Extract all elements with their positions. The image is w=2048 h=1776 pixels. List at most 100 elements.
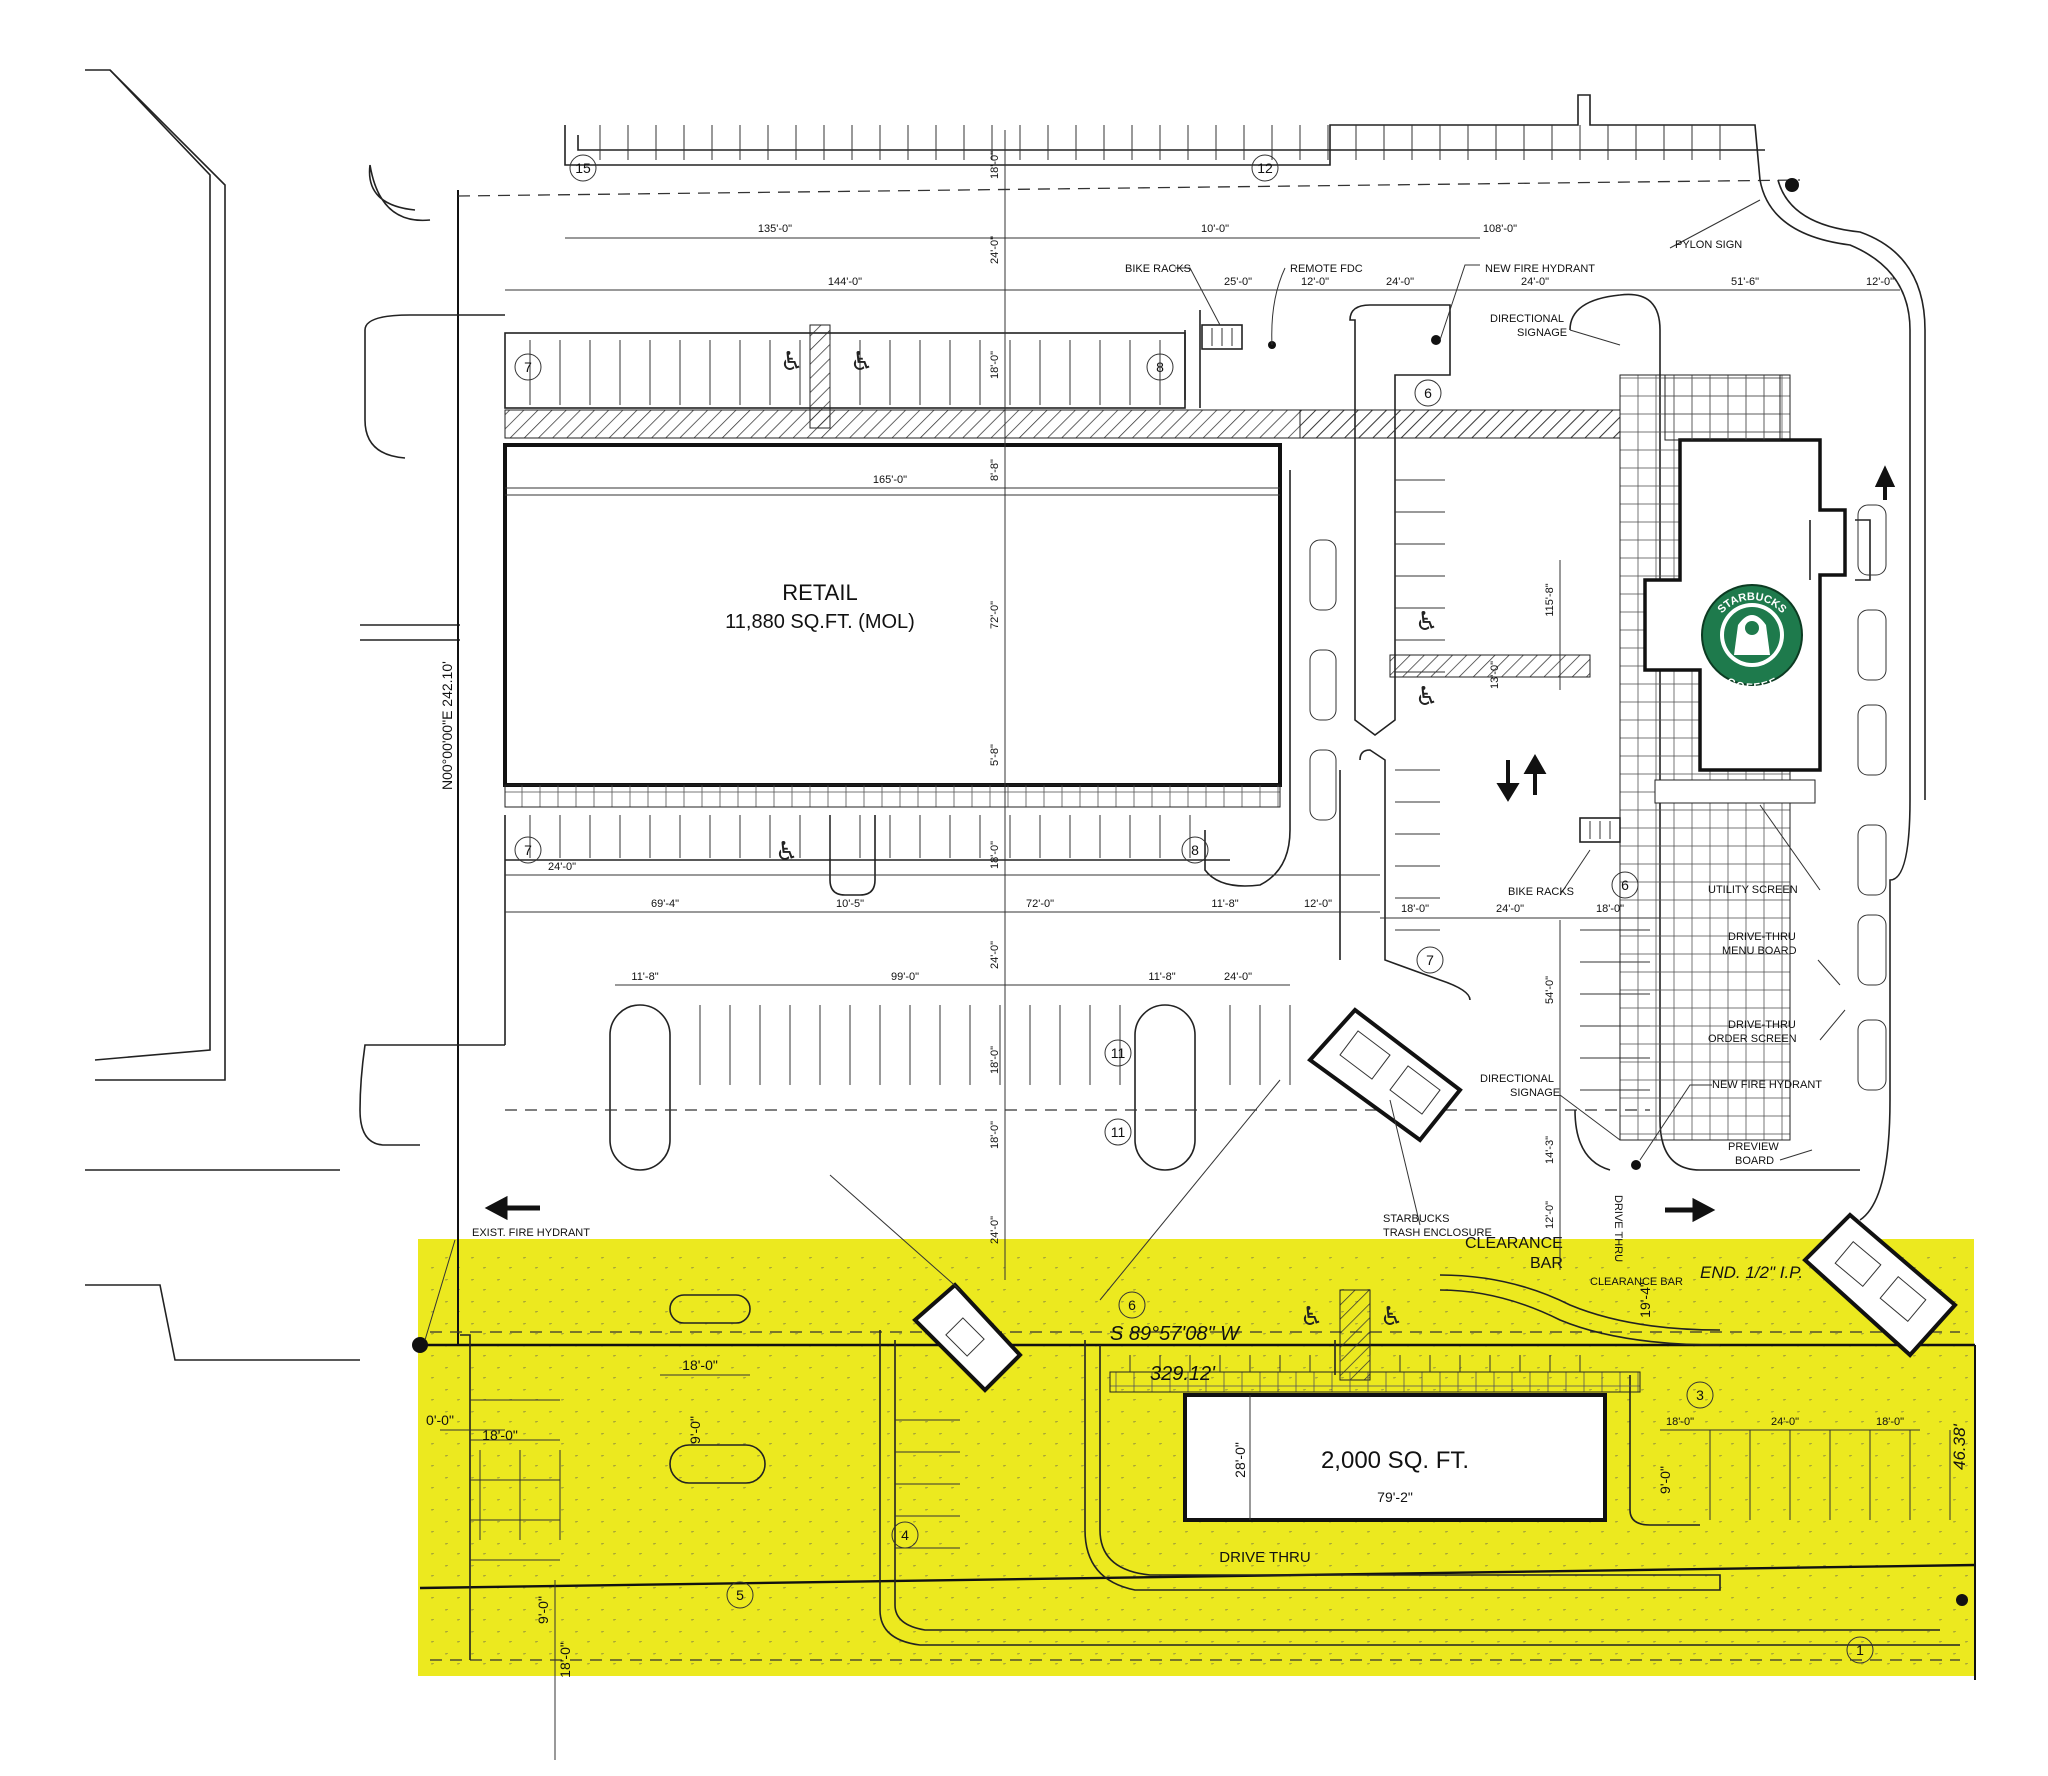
dim-18v4: 18'-0" — [989, 1046, 1001, 1074]
dim-24v2: 24'-0" — [989, 941, 1001, 969]
north-curb — [368, 94, 1926, 1221]
stall-count: 8 — [1156, 359, 1164, 375]
dim-144: 144'-0" — [828, 276, 862, 288]
note-directional-2b: SIGNAGE — [1510, 1087, 1560, 1099]
pad-width: 79'-2" — [1377, 1489, 1413, 1505]
stall-count: 15 — [575, 160, 591, 176]
dim-24v1: 24'-0" — [989, 236, 1001, 264]
dim-13: 13'-0" — [1489, 661, 1501, 689]
dim-25: 25'-0" — [1224, 276, 1252, 288]
dim-10: 10'-0" — [1201, 223, 1229, 235]
dim-18v3: 18'-0" — [989, 841, 1001, 869]
note-bike-racks-2: BIKE RACKS — [1508, 886, 1574, 898]
stall-count: 5 — [736, 1587, 744, 1603]
dim-165: 165'-0" — [873, 474, 907, 486]
stall-count: 6 — [1621, 877, 1629, 893]
note-order-screen-1: DRIVE-THRU — [1728, 1019, 1796, 1031]
svg-text:♿: ♿ — [1380, 1302, 1403, 1332]
dimension-lines — [440, 130, 1920, 1760]
end-iron-pipe: END. 1/2" I.P. — [1700, 1263, 1803, 1282]
dim-9a: 9'-0" — [1657, 1466, 1673, 1494]
parking-islands — [505, 1004, 1650, 1171]
stall-count: 1 — [1856, 1642, 1864, 1658]
dim-11b: 11'-8" — [631, 971, 658, 983]
east-distance: 46.38' — [1950, 1423, 1969, 1470]
note-pylon-sign: PYLON SIGN — [1675, 239, 1742, 251]
note-directional-2a: DIRECTIONAL — [1480, 1073, 1554, 1085]
dim-8v: 8'-8" — [989, 459, 1001, 481]
east-parking-stripes — [1395, 479, 1650, 1091]
note-order-screen-2: ORDER SCREEN — [1708, 1033, 1797, 1045]
dim-24f: 24'-0" — [1771, 1416, 1799, 1428]
north-parking-stripes — [599, 125, 1721, 160]
stall-count: 7 — [1426, 952, 1434, 968]
arrow-east-icon — [1665, 1197, 1716, 1223]
svg-text:♿: ♿ — [1415, 682, 1438, 712]
dim-18h: 18'-0" — [1876, 1416, 1904, 1428]
dim-19: 19'-4" — [1637, 1282, 1653, 1318]
retail-title: RETAIL — [782, 580, 857, 605]
arrow-north-icon — [1874, 465, 1896, 500]
svg-text:♿: ♿ — [1300, 1302, 1323, 1332]
stall-count: 11 — [1111, 1045, 1126, 1061]
dim-18v5: 18'-0" — [989, 1121, 1001, 1149]
note-directional-1a: DIRECTIONAL — [1490, 313, 1564, 325]
dim-12b: 12'-0" — [1866, 276, 1894, 288]
stall-count: 8 — [1191, 842, 1199, 858]
dim-12v: 12'-0" — [1544, 1201, 1556, 1229]
stall-count: 4 — [901, 1527, 909, 1543]
stall-count: 7 — [524, 842, 532, 858]
dim-99: 99'-0" — [891, 971, 919, 983]
dim-24a: 24'-0" — [1386, 276, 1414, 288]
dim-18v1: 18'-0" — [989, 151, 1001, 179]
dim-24b: 24'-0" — [1521, 276, 1549, 288]
svg-text:♿: ♿ — [850, 347, 873, 377]
dim-14: 14'-3" — [1544, 1136, 1556, 1164]
dim-18i: 18'-0" — [682, 1357, 718, 1373]
dim-108: 108'-0" — [1483, 223, 1517, 235]
stall-count: 11 — [1111, 1124, 1126, 1140]
note-clearance-bar-1: CLEARANCE — [1465, 1235, 1563, 1252]
bearing-south: S 89°57'08" W — [1110, 1323, 1241, 1345]
dim-10b: 10'-5" — [836, 898, 864, 910]
note-bike-racks: BIKE RACKS — [1125, 263, 1191, 275]
svg-text:♿: ♿ — [1415, 607, 1438, 637]
note-exist-hydrant: EXIST. FIRE HYDRANT — [472, 1227, 590, 1239]
bearing-west: N00°00'00"E 242.10' — [439, 661, 455, 790]
note-trash-2: TRASH ENCLOSURE — [1383, 1227, 1492, 1239]
note-directional-1b: SIGNAGE — [1517, 327, 1567, 339]
bike-rack-icon — [1201, 324, 1621, 843]
starbucks-logo-bottom-text: COFFEE — [1725, 676, 1780, 694]
dim-72v: 72'-0" — [989, 601, 1001, 629]
stall-count: 3 — [1696, 1387, 1704, 1403]
drive-thru-queue-cars — [1309, 504, 1887, 1091]
dim-9c: 9'-0" — [535, 1596, 551, 1624]
dim-18g: 18'-0" — [1666, 1416, 1694, 1428]
dim-18j: 18'-0" — [482, 1427, 518, 1443]
dim-54: 54'-0" — [1544, 976, 1556, 1004]
note-preview-board-1: PREVIEW — [1728, 1141, 1779, 1153]
note-clearance-bar-2: BAR — [1530, 1255, 1563, 1272]
south-retail-parking — [359, 470, 1291, 1146]
svg-text:♿: ♿ — [775, 837, 798, 867]
dim-24v3: 24'-0" — [989, 1216, 1001, 1244]
dim-24c: 24'-0" — [548, 861, 576, 873]
south-row-stripes — [529, 815, 1191, 858]
stall-count: 6 — [1128, 1297, 1136, 1313]
dim-18f: 18'-0" — [1596, 903, 1624, 915]
dim-135: 135'-0" — [758, 223, 792, 235]
dim-9b: 9'-0" — [687, 1416, 703, 1444]
note-trash-1: STARBUCKS — [1383, 1213, 1449, 1225]
note-menu-board-1: DRIVE-THRU — [1728, 931, 1796, 943]
note-menu-board-2: MENU BOARD — [1722, 945, 1797, 957]
pad-depth: 28'-0" — [1232, 1442, 1248, 1478]
dim-12c: 12'-0" — [1304, 898, 1332, 910]
dim-11c: 11'-8" — [1148, 971, 1175, 983]
note-preview-board-2: BOARD — [1735, 1155, 1774, 1167]
north-row-stripes — [529, 340, 1161, 405]
arrow-two-way-icon — [1496, 753, 1547, 802]
west-neighbor-building — [85, 69, 460, 1361]
starbucks-logo: STARBUCKS COFFEE — [1701, 584, 1803, 694]
dim-69: 69'-4" — [651, 898, 679, 910]
